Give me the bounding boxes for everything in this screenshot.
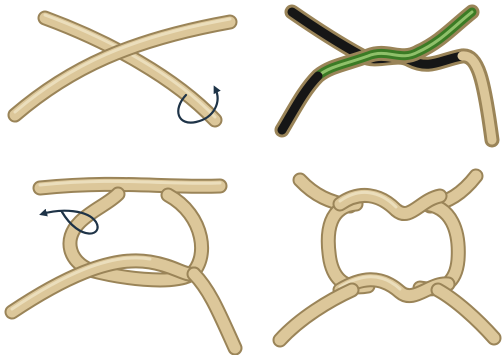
- panel-step-2: [282, 12, 492, 140]
- rope-tail: [194, 274, 235, 348]
- knot-right-loop: [420, 204, 458, 289]
- panel-step-1: [15, 15, 230, 123]
- rope-top-strand: [40, 181, 220, 188]
- panel-step-4: [280, 176, 494, 340]
- knot-bottom-right-end: [438, 290, 494, 338]
- panel-step-3: [12, 181, 235, 348]
- knot-bottom-left-end: [280, 290, 352, 340]
